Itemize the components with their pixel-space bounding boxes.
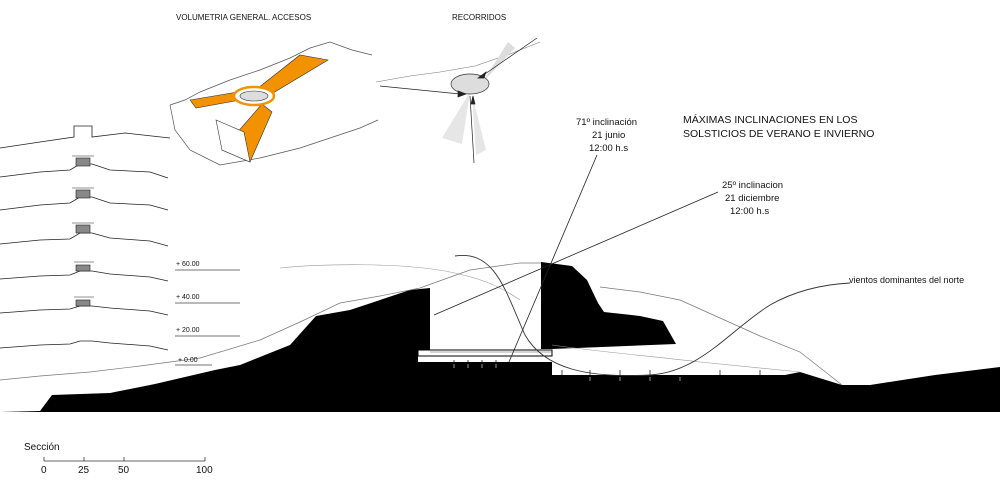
level-label-0: + 0.00 xyxy=(178,357,198,364)
scale-tick-0: 0 xyxy=(41,465,47,476)
recorridos-shade-2 xyxy=(442,92,470,144)
scale-title: Sección xyxy=(24,442,60,453)
building-platform xyxy=(417,349,553,357)
volumetria-terrain xyxy=(169,41,379,166)
terrain-section-mass xyxy=(0,288,1000,412)
recorridos-title: RECORRIDOS xyxy=(452,13,507,22)
winter-angle-label: 25º inclinacion xyxy=(722,180,784,191)
recorridos-shade-1 xyxy=(482,42,515,83)
section-posts-dark xyxy=(453,360,761,375)
level-label-60: + 60.00 xyxy=(176,261,200,268)
access-wall-bottom xyxy=(215,119,251,163)
winter-date-label: 21 diciembre xyxy=(725,193,780,204)
scale-tick-25: 25 xyxy=(78,465,90,476)
volumetria-title: VOLUMETRIA GENERAL. ACCESOS xyxy=(176,13,312,22)
maximas-title-line1: MÁXIMAS INCLINACIONES EN LOS xyxy=(683,114,858,126)
level-label-40: + 40.00 xyxy=(176,294,200,301)
volumetria-accesses xyxy=(189,54,329,163)
maximas-title-line2: SOLSTICIOS DE VERANO E INVIERNO xyxy=(683,128,875,140)
foreground-profile xyxy=(279,264,801,373)
summer-sun-ray xyxy=(508,154,598,363)
stacked-profile-buildings xyxy=(72,155,94,307)
mountain-right-mass xyxy=(541,262,676,349)
section-posts xyxy=(453,364,681,381)
level-lines xyxy=(175,269,240,366)
scale-tick-50: 50 xyxy=(118,465,130,476)
winter-sun-ray xyxy=(433,191,719,316)
scale-tick-100: 100 xyxy=(196,465,213,476)
winter-time-label: 12:00 h.s xyxy=(730,206,770,217)
background-profile xyxy=(0,262,843,386)
wind-curve xyxy=(454,254,851,376)
wind-label: vientos dominantes del norte xyxy=(849,275,965,285)
summer-angle-label: 71º inclinación xyxy=(576,117,638,128)
volumetria-ring-inner xyxy=(239,90,269,102)
recorridos-terrain xyxy=(375,41,541,83)
recorridos-paths xyxy=(379,37,538,164)
level-label-20: + 20.00 xyxy=(176,327,200,334)
access-ramp-left xyxy=(189,91,241,109)
recorridos-shade-3 xyxy=(472,94,486,155)
summer-time-label: 12:00 h.s xyxy=(589,143,629,154)
recorridos-disc xyxy=(450,73,490,95)
summer-date-label: 21 junio xyxy=(592,130,626,141)
